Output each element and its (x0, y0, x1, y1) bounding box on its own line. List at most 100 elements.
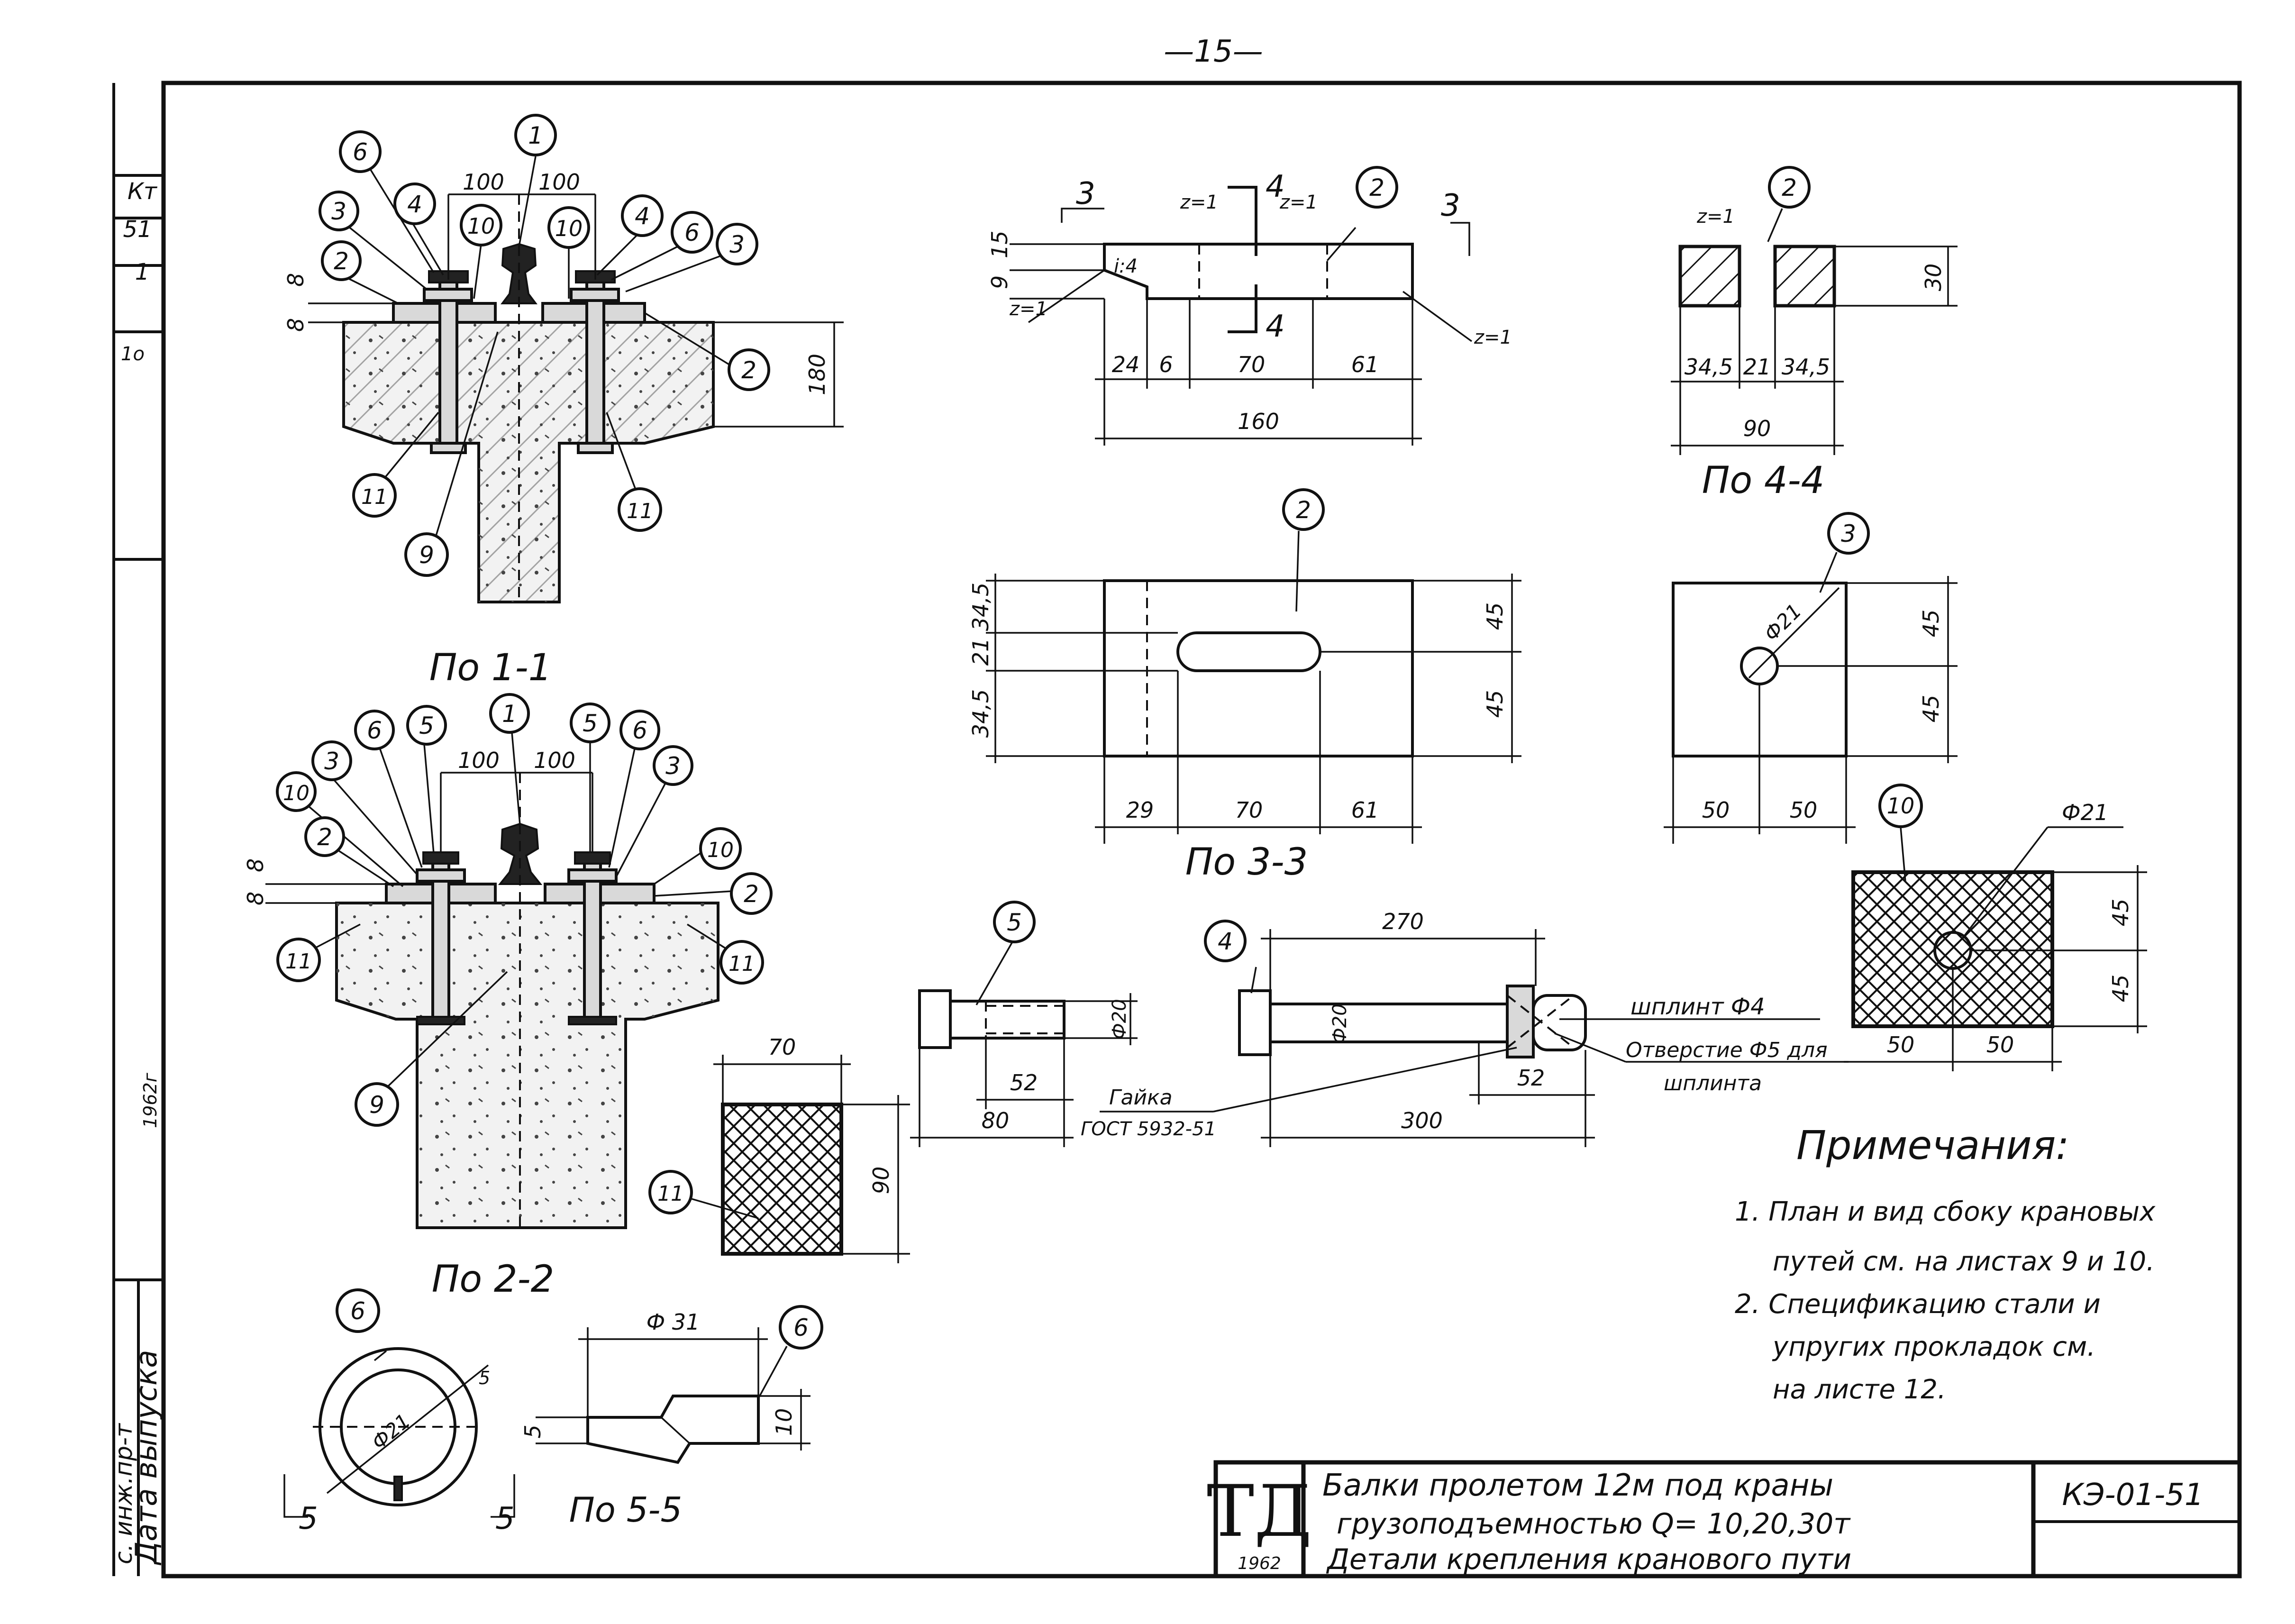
callouts-1-1: 1 6 3 4 10 2 10 4 6 3 2 11 11 9 (319, 114, 770, 577)
s22-thickness: 8 (243, 858, 268, 872)
callout-3-plate: 3 (1841, 520, 1856, 547)
title-year: 1962 (1238, 1554, 1281, 1573)
section-title-1-1: По 1-1 (429, 647, 552, 689)
bolt4-thread: 52 (1517, 1065, 1545, 1091)
title-line-2: грузоподъемностью Q= 10,20,30т (1337, 1507, 1851, 1541)
title-line-1: Балки пролетом 12м под краны (1322, 1468, 1833, 1503)
callout-2-s33: 2 (1296, 496, 1311, 524)
callout-2-left-s22: 2 (317, 823, 332, 851)
bolt-right-1-1 (585, 278, 605, 447)
s33-h-top: 45 (1482, 602, 1508, 630)
callout-2-right: 2 (741, 356, 756, 384)
title-code: КЭ-01-51 (2062, 1478, 2204, 1513)
cut-mark-4-bottom: 4 (1266, 309, 1285, 344)
p10-h-bottom: 45 (2108, 975, 2133, 1003)
cut-mark-3-left: 3 (1076, 176, 1095, 211)
plate-t1: 9 (987, 275, 1012, 289)
s33-h-bottom: 45 (1482, 690, 1508, 718)
cut-mark-5-right: 5 (495, 1501, 515, 1536)
s11-spacing-left: 100 (463, 169, 504, 195)
s22-spacing-left: 100 (458, 748, 500, 773)
callout-4-left: 4 (407, 191, 422, 218)
margin-stamp-4: 1о (121, 343, 145, 365)
callout-6-right-s22: 6 (632, 717, 647, 744)
nut-label: Гайка (1109, 1086, 1173, 1110)
plate-length: 160 (1238, 409, 1279, 434)
callout-5-bolt: 5 (1007, 909, 1022, 936)
callout-10-left-s22: 10 (283, 781, 310, 805)
section-4-4: 30 34,5 21 34,5 90 z=1 2 По 4-4 (1671, 166, 1958, 502)
callout-10-left: 10 (467, 213, 495, 239)
callout-2-left: 2 (334, 247, 349, 275)
callout-1-s22: 1 (502, 700, 517, 728)
section-title-4-4: По 4-4 (1702, 459, 1825, 502)
section-3-3: 34,5 21 34,5 45 45 29 70 61 2 По 3-3 (968, 488, 1521, 884)
callout-6-right: 6 (684, 219, 700, 246)
callout-5-left: 5 (419, 712, 434, 739)
s44-slope-z: z=1 (1696, 206, 1735, 228)
s33-x2: 70 (1235, 797, 1263, 823)
bolt4-total: 300 (1401, 1108, 1443, 1133)
callout-3-right-s22: 3 (665, 752, 681, 780)
bolt-right-2-2 (583, 859, 602, 1023)
note-line-5: на листе 12. (1773, 1374, 1946, 1405)
callout-6-left-s22: 6 (367, 717, 382, 744)
callout-3-left: 3 (331, 198, 346, 225)
callout-11-right-s22: 11 (729, 952, 755, 976)
slope-z-1: z=1 (1180, 192, 1218, 213)
bolt4-length: 270 (1382, 909, 1424, 934)
plate-dim-d: 61 (1351, 352, 1379, 377)
cut-mark-4-top: 4 (1266, 169, 1285, 204)
pad-11: 70 90 11 (648, 1034, 910, 1263)
note-line-4: упругих прокладок см. (1772, 1332, 2095, 1362)
s11-thickness-1: 8 (283, 273, 309, 287)
bolt-left-2-2 (431, 859, 450, 1023)
notes-title: Примечания: (1796, 1122, 2069, 1168)
washer-height: 10 (771, 1408, 797, 1436)
bolt-5: Ф20 52 80 5 (910, 901, 1138, 1147)
margin-stamp-2: 51 (123, 216, 152, 243)
pad11-height: 90 (868, 1167, 894, 1195)
callout-11-left-s22: 11 (285, 949, 312, 974)
p10-w-left: 50 (1887, 1032, 1915, 1058)
plate-2-elevation: 3 3 4 4 z=1 z=1 z=1 z=1 i:4 9 15 24 6 70… (987, 166, 1512, 446)
title-line-3: Детали крепления кранового пути (1326, 1543, 1851, 1576)
callout-3-right: 3 (729, 231, 745, 258)
p3-h-top: 45 (1918, 610, 1944, 638)
bolt5-diameter: Ф20 (1109, 999, 1130, 1039)
section-title-3-3: По 3-3 (1185, 841, 1308, 884)
callout-11-right: 11 (627, 499, 653, 523)
callout-6-left: 6 (353, 138, 368, 166)
s22-spacing-right: 100 (534, 748, 575, 773)
p3-w-right: 50 (1790, 797, 1818, 823)
s44-width: 90 (1743, 416, 1771, 441)
s11-thickness-2: 8 (283, 318, 309, 332)
callout-10-right: 10 (555, 216, 583, 241)
section-1-1: 100 100 180 8 8 По 1-1 (283, 169, 844, 689)
slope-z-2: z=1 (1279, 192, 1318, 213)
callout-2-s44: 2 (1782, 174, 1797, 201)
bolt-left-1-1 (438, 278, 458, 447)
s44-a-left: 34,5 (1685, 354, 1733, 380)
title-logo: ТД (1207, 1470, 1312, 1553)
s33-x1: 29 (1126, 797, 1154, 823)
margin-stamp-number: 1962г (140, 1072, 161, 1128)
washer-thk-mark: 5 (479, 1368, 490, 1388)
p3-h-bottom: 45 (1918, 695, 1944, 723)
s11-spacing-right: 100 (538, 169, 580, 195)
pin-label: шплинт Ф4 (1630, 994, 1765, 1020)
bolt-4: Ф20 270 52 300 4 шплинт Ф4 Отверстие Ф5 … (1081, 909, 1849, 1147)
title-block: ТД 1962 Балки пролетом 12м под краны гру… (1207, 1460, 2242, 1578)
bolt5-thread: 52 (1010, 1070, 1038, 1095)
slope-i4: i:4 (1114, 255, 1138, 277)
note-line-1: 1. План и вид сбоку крановых (1735, 1196, 2156, 1227)
rail-2-2 (498, 822, 543, 885)
callout-9: 9 (419, 541, 434, 569)
callout-4-bolt: 4 (1218, 928, 1233, 955)
slope-z-3: z=1 (1474, 327, 1512, 348)
p3-phi: Ф21 (1759, 599, 1806, 646)
section-2-2: 100 100 8 8 По 2-2 (243, 748, 719, 1301)
margin-stamp-column: Кт 51 1 1о 1962г Дата выпуска с. инж.пр-… (110, 174, 164, 1576)
slope-z-4: z=1 (1009, 298, 1047, 320)
